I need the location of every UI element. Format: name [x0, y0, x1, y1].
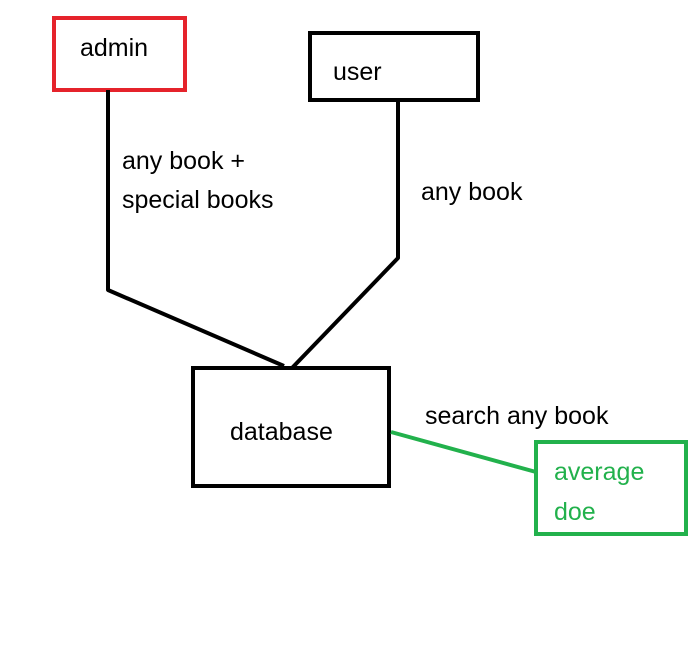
- average-doe-label-line1: average: [554, 458, 644, 486]
- admin-edge-label-line2: special books: [122, 186, 273, 214]
- database-edge-label: search any book: [425, 402, 609, 430]
- edge-user-to-database: any book: [290, 100, 523, 370]
- admin-edge-label-line1: any book +: [122, 147, 245, 175]
- edge-admin-to-database: any book + special books: [106, 90, 285, 368]
- database-box: [191, 366, 391, 488]
- average-doe-label-line2: doe: [554, 498, 596, 526]
- database-to-average-doe-connector: [390, 430, 537, 474]
- node-database: database: [191, 366, 391, 488]
- admin-label: admin: [80, 34, 148, 62]
- user-label: user: [333, 58, 382, 86]
- database-label: database: [230, 418, 333, 446]
- user-box: [308, 31, 480, 102]
- admin-to-database-connector: [106, 90, 285, 368]
- node-admin: admin: [52, 16, 187, 92]
- user-edge-label: any book: [421, 178, 523, 206]
- edge-database-to-average-doe: search any book: [390, 402, 609, 474]
- node-user: user: [308, 31, 480, 102]
- node-average-doe: average doe: [534, 440, 688, 536]
- admin-box: [52, 16, 187, 92]
- user-to-database-connector: [290, 100, 400, 370]
- average-doe-box: [534, 440, 688, 536]
